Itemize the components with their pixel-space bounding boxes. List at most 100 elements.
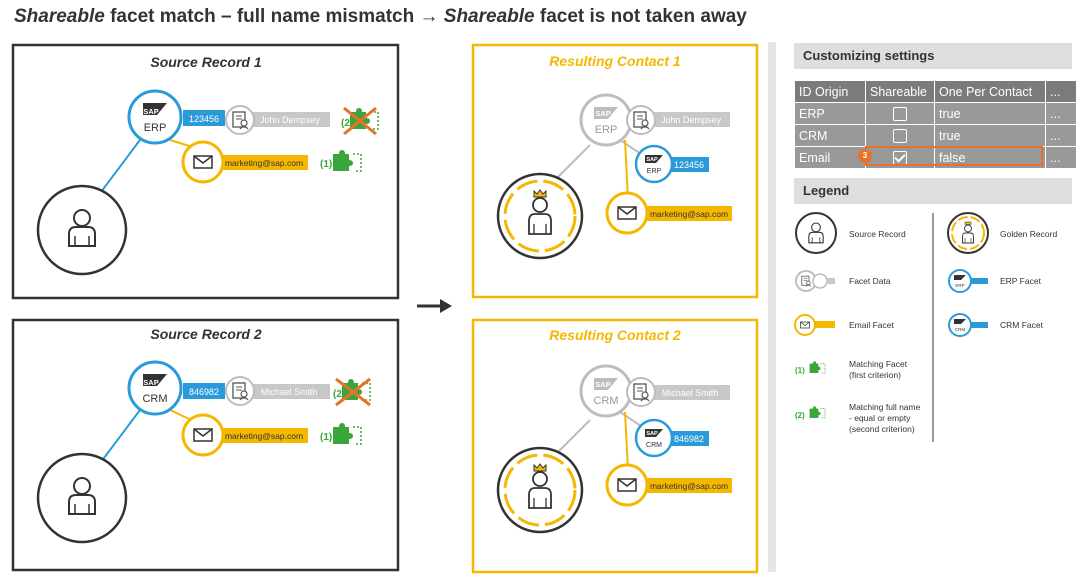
title-italic-1: Shareable xyxy=(14,6,105,27)
sap-logo-text: SAP xyxy=(143,378,158,387)
name-tag xyxy=(650,385,730,400)
legend-line: Matching full name xyxy=(849,402,921,412)
id-tag xyxy=(183,110,225,126)
system-label: ERP xyxy=(595,124,618,136)
id-value: 846982 xyxy=(189,387,219,397)
facet-system-label: ERP xyxy=(647,168,662,175)
legend-matching-name-icon: (2) xyxy=(795,405,826,420)
legend-facet-data-label: Facet Data xyxy=(849,276,891,286)
erp-facet-node: SAP ERP xyxy=(634,144,674,184)
id-tag xyxy=(665,431,709,446)
system-label: ERP xyxy=(144,122,167,134)
title-text-1: facet match – full name mismatch xyxy=(104,6,420,27)
cross-icon xyxy=(343,106,377,136)
person-icon xyxy=(36,452,128,544)
person-icon xyxy=(36,184,128,276)
criterion-1-label: (1) xyxy=(320,159,332,170)
name-value: Michael Smith xyxy=(662,388,719,398)
title-text-2: facet is not taken away xyxy=(534,6,747,27)
arrow-right-icon xyxy=(417,299,452,313)
more-cell[interactable]: ... xyxy=(1045,124,1077,147)
email-value: marketing@sap.com xyxy=(650,481,728,491)
legend-crm-facet-label: CRM Facet xyxy=(1000,320,1043,330)
legend-email-facet-label: Email Facet xyxy=(849,320,894,330)
name-value: Michael Smith xyxy=(261,387,318,397)
one-per-contact-cell: true xyxy=(934,102,1046,125)
name-tag xyxy=(248,112,330,127)
id-value: 846982 xyxy=(674,434,704,444)
name-value: John Dempsey xyxy=(661,115,722,125)
legend-header: Legend xyxy=(794,178,1072,204)
more-cell[interactable]: ... xyxy=(1045,102,1077,125)
erp-node: SAP ERP xyxy=(579,93,633,147)
crm-node: SAP CRM xyxy=(579,364,633,418)
golden-record xyxy=(496,172,584,260)
email-value: marketing@sap.com xyxy=(650,209,728,219)
criterion-2-label: (2) xyxy=(341,118,353,129)
title-arrow: → xyxy=(419,6,439,27)
crm-facet-node: SAP CRM xyxy=(634,418,674,458)
id-value: 123456 xyxy=(189,114,219,124)
legend-source-record-label: Source Record xyxy=(849,229,906,239)
email-tag xyxy=(644,206,732,221)
id-tag xyxy=(665,157,709,172)
id-value: 123456 xyxy=(674,160,704,170)
column-header: ID Origin xyxy=(794,80,866,103)
table-row: Email false ... xyxy=(794,146,1077,169)
legend-golden-record-icon xyxy=(947,212,989,254)
system-label: CRM xyxy=(142,393,167,405)
contact-card-icon xyxy=(626,105,656,135)
mail-icon xyxy=(181,140,225,184)
mail-icon xyxy=(605,191,649,235)
legend-crm-facet-icon: CRM xyxy=(948,313,988,337)
legend-facet-data-icon xyxy=(795,270,835,292)
customizing-header: Customizing settings xyxy=(794,43,1072,69)
table-header-row: ID Origin Shareable One Per Contact ... xyxy=(794,80,1077,103)
name-tag xyxy=(248,384,330,399)
id-tag xyxy=(183,383,225,399)
golden-record xyxy=(496,446,584,534)
email-value: marketing@sap.com xyxy=(225,158,303,168)
legend-matching-facet-label: Matching Facet (first criterion) xyxy=(849,359,907,381)
criterion-1-label: (1) xyxy=(320,432,332,443)
legend-line: - equal or empty xyxy=(849,413,911,423)
panel-divider xyxy=(768,42,776,572)
table-row: ERP true ... xyxy=(794,102,1077,125)
resulting-contact-1-title: Resulting Contact 1 xyxy=(549,53,681,69)
shareable-checkbox[interactable] xyxy=(893,128,907,143)
column-header: Shareable xyxy=(865,80,935,103)
sap-logo-text: SAP xyxy=(646,157,658,163)
legend-matching-facet-num: (1) xyxy=(795,366,805,375)
email-value: marketing@sap.com xyxy=(225,431,303,441)
resulting-contact-2-frame xyxy=(471,318,759,574)
table-row: CRM true ... xyxy=(794,124,1077,147)
legend-line: Matching Facet xyxy=(849,359,908,369)
resulting-contact-1-frame xyxy=(471,43,759,299)
erp-node: SAP ERP xyxy=(127,89,183,145)
legend-line: (first criterion) xyxy=(849,370,901,380)
title-italic-2: Shareable xyxy=(443,6,535,27)
mail-icon xyxy=(181,413,225,457)
origin-cell: CRM xyxy=(794,124,866,147)
sap-logo-text: SAP xyxy=(595,109,610,118)
contact-card-icon xyxy=(225,376,255,406)
legend-matching-name-num: (2) xyxy=(795,411,805,420)
legend-matching-facet-icon: (1) xyxy=(795,360,826,375)
legend-golden-record-label: Golden Record xyxy=(1000,229,1058,239)
customizing-table: ID Origin Shareable One Per Contact ... … xyxy=(794,80,1077,169)
mail-icon xyxy=(605,463,649,507)
origin-cell: Email xyxy=(794,146,866,169)
legend-matching-name-label: Matching full name - equal or empty (sec… xyxy=(849,402,920,435)
contact-card-icon xyxy=(225,105,255,135)
column-header: One Per Contact xyxy=(934,80,1046,103)
shareable-checkbox[interactable] xyxy=(893,106,907,121)
email-tag xyxy=(220,428,308,443)
legend-line: (second criterion) xyxy=(849,424,915,434)
more-cell[interactable]: ... xyxy=(1045,146,1077,169)
legend-email-facet-icon xyxy=(794,314,835,336)
cross-icon xyxy=(335,377,371,407)
source-record-1-title: Source Record 1 xyxy=(150,54,261,70)
name-tag xyxy=(650,112,730,127)
legend-source-record-icon xyxy=(795,212,837,254)
